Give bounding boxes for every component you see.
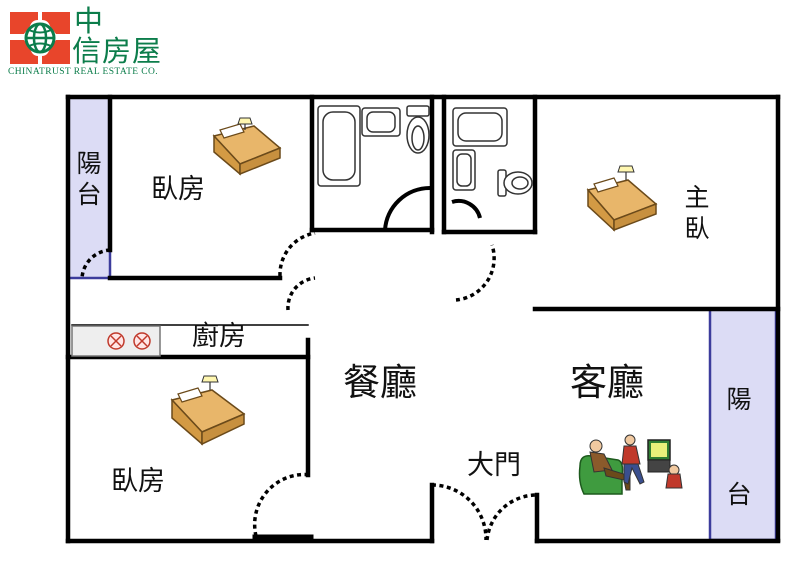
toilet-icon — [497, 169, 533, 197]
balcony-right-area — [708, 307, 778, 542]
brand-english-name: CHINATRUST REAL ESTATE CO. — [8, 67, 159, 77]
main-door-label: 大門 — [467, 450, 521, 481]
brand-name-line2: 信房屋 — [72, 34, 163, 68]
lamp-icon — [237, 117, 253, 130]
balcony-right-label: 陽台 — [726, 385, 752, 509]
lamp-icon — [617, 165, 635, 180]
bedroom-top-left-label: 臥房 — [151, 174, 205, 205]
toilet-icon — [406, 105, 430, 154]
living-room-label: 客廳 — [570, 361, 644, 404]
dining-room-label: 餐廳 — [343, 361, 417, 404]
lamp-icon — [201, 375, 219, 390]
bathtub-icon — [317, 105, 361, 187]
walls — [65, 94, 781, 544]
sink-icon — [361, 107, 401, 137]
stove-icon — [71, 325, 161, 357]
brand-name-line1: 中 — [74, 4, 105, 38]
bed-icon — [586, 165, 658, 232]
door-swings — [80, 231, 538, 541]
bedroom-bottom-left-label: 臥房 — [111, 466, 165, 497]
family-tv-icon — [578, 434, 683, 495]
bath-door-1 — [383, 185, 431, 231]
bathtub-icon — [452, 149, 476, 191]
master-bedroom-label: 主臥 — [684, 183, 710, 244]
brand-name: 中 信房屋 — [72, 6, 162, 66]
bath-door-2 — [451, 199, 482, 219]
bed-icon — [212, 117, 282, 176]
bed-icon — [170, 375, 246, 446]
balcony-left-label: 陽台 — [76, 149, 102, 210]
kitchen-label: 廚房 — [192, 321, 246, 352]
chinatrust-logo-icon — [8, 10, 72, 66]
sink-icon — [452, 107, 508, 147]
